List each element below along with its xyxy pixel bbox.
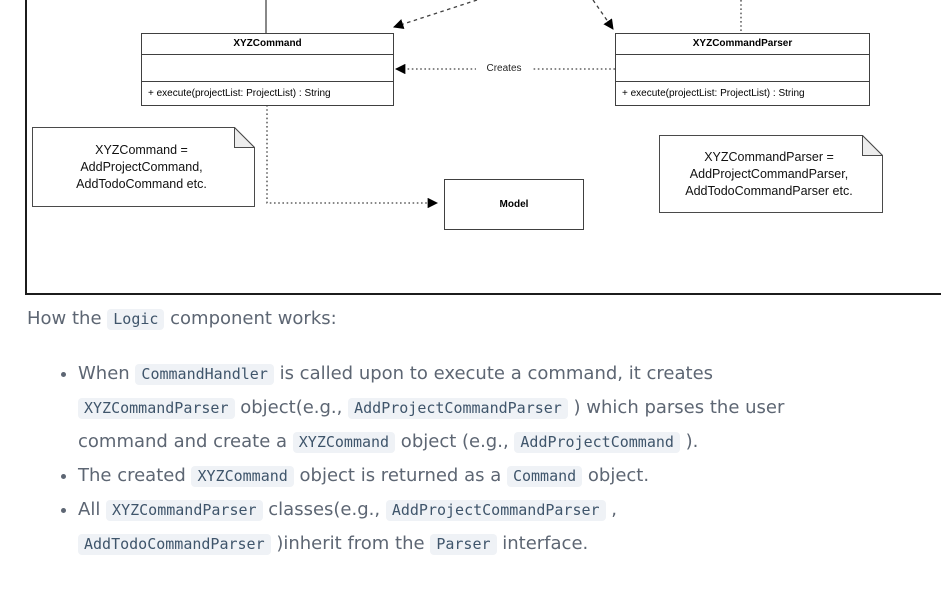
text-run: , — [605, 499, 617, 520]
text-run: object (e.g., — [395, 431, 515, 452]
text-run: is called upon to execute a command, it … — [273, 363, 714, 384]
model-label: Model — [499, 199, 529, 210]
note-fold-corner — [234, 127, 255, 148]
text-line: How the Logic component works: — [27, 302, 923, 336]
inline-code: Parser — [430, 534, 497, 555]
text-run: interface. — [496, 533, 589, 554]
text-run: classes(e.g., — [262, 499, 386, 520]
class-box-xyzcommand: XYZCommand + execute(projectList: Projec… — [141, 33, 394, 106]
text-run: ) which parses the user — [567, 397, 785, 418]
inline-code: Command — [506, 466, 583, 487]
class-fields-compartment — [142, 55, 393, 82]
bullet-list: When CommandHandler is called upon to ex… — [27, 357, 923, 561]
doc-section: How the Logic component works: When Comm… — [0, 293, 941, 561]
text-run: The created — [78, 465, 192, 486]
note-text: XYZCommand = AddProjectCommand, AddTodoC… — [76, 142, 207, 191]
list-item: The created XYZCommand object is returne… — [78, 459, 923, 493]
inline-code: XYZCommandParser — [106, 500, 263, 521]
class-name: XYZCommand — [142, 34, 393, 55]
text-run: ). — [679, 431, 699, 452]
text-run: All — [78, 499, 107, 520]
model-box: Model — [444, 179, 584, 230]
dependency-arrow-to-parser — [592, 0, 614, 30]
text-run: object(e.g., — [234, 397, 349, 418]
uml-class-diagram: XYZCommand + execute(projectList: Projec… — [25, 0, 941, 295]
inline-code: XYZCommandParser — [78, 398, 235, 419]
note-xyzcommandparser: XYZCommandParser = AddProjectCommandPars… — [659, 135, 883, 213]
text-line: All XYZCommandParser classes(e.g., AddPr… — [78, 493, 923, 527]
inline-code: AddTodoCommandParser — [78, 534, 271, 555]
list-item: All XYZCommandParser classes(e.g., AddPr… — [78, 493, 923, 561]
class-method: + execute(projectList: ProjectList) : St… — [622, 88, 805, 99]
inline-code: XYZCommand — [292, 432, 396, 453]
dependency-arrow-to-model — [266, 105, 439, 209]
creates-edge-label: Creates — [476, 62, 532, 76]
text-run: How the — [27, 308, 108, 329]
text-run: )inherit from the — [270, 533, 431, 554]
note-shape — [32, 127, 255, 207]
note-fold-corner — [862, 135, 883, 156]
doc-heading: How the Logic component works: — [27, 302, 923, 336]
class-fields-compartment — [616, 55, 869, 82]
text-run: object. — [582, 465, 650, 486]
inline-code: XYZCommand — [191, 466, 294, 487]
text-run: When — [78, 363, 136, 384]
text-run: object is returned as a — [293, 465, 507, 486]
class-name: XYZCommandParser — [616, 34, 869, 55]
inline-code: AddProjectCommand — [514, 432, 680, 453]
note-xyzcommand: XYZCommand = AddProjectCommand, AddTodoC… — [32, 127, 255, 207]
text-line: The created XYZCommand object is returne… — [78, 459, 923, 493]
inline-code: AddProjectCommandParser — [385, 500, 606, 521]
text-line: XYZCommandParser object(e.g., AddProject… — [78, 391, 923, 425]
note-text: XYZCommandParser = AddProjectCommandPars… — [685, 149, 853, 198]
inline-code: CommandHandler — [135, 364, 274, 385]
class-box-xyzcommandparser: XYZCommandParser + execute(projectList: … — [615, 33, 870, 106]
inline-code: Logic — [107, 309, 165, 330]
text-run: component works: — [164, 308, 337, 329]
list-item: When CommandHandler is called upon to ex… — [78, 357, 923, 459]
text-line: command and create a XYZCommand object (… — [78, 425, 923, 459]
dependency-arrow-to-xyzcommand — [393, 0, 478, 30]
text-line: When CommandHandler is called upon to ex… — [78, 357, 923, 391]
text-run: command and create a — [78, 431, 293, 452]
class-method: + execute(projectList: ProjectList) : St… — [148, 88, 331, 99]
text-line: AddTodoCommandParser )inherit from the P… — [78, 527, 923, 561]
inline-code: AddProjectCommandParser — [348, 398, 568, 419]
note-shape — [659, 135, 883, 213]
